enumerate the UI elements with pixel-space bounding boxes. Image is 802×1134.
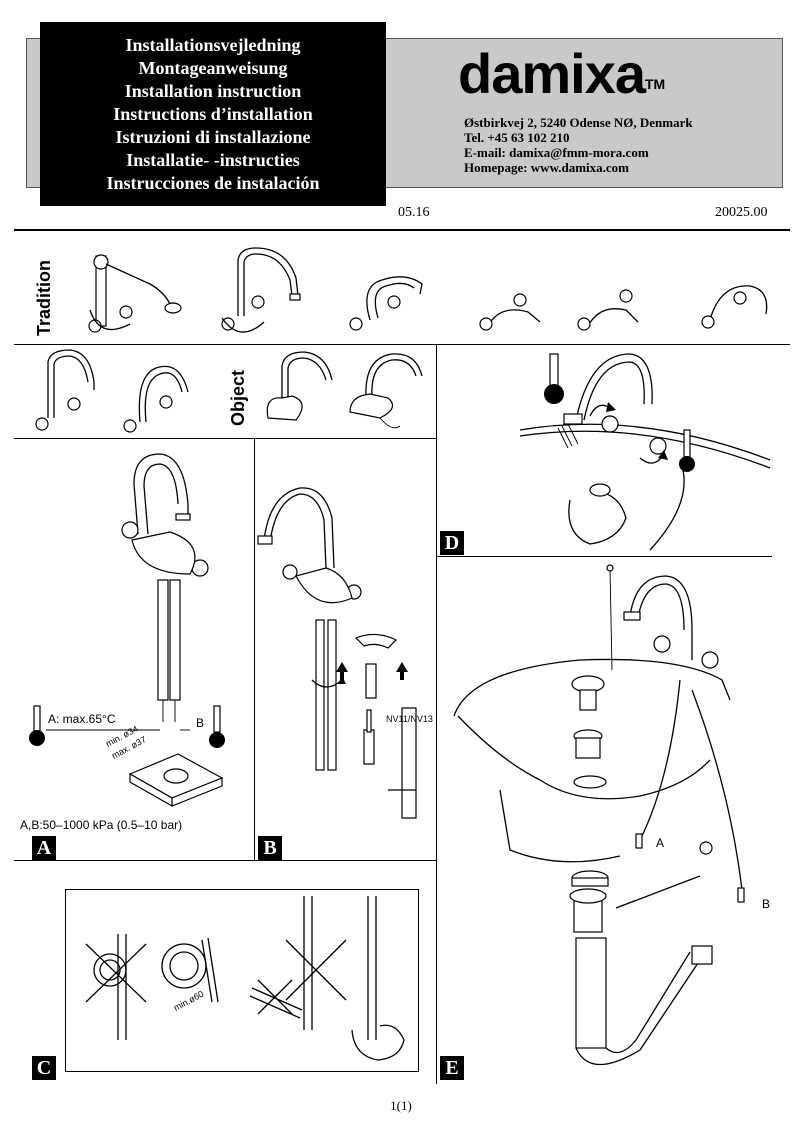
panel-c-illustration — [85, 896, 405, 1061]
panel-e-illustration — [453, 564, 745, 1066]
label-e-a: A — [656, 836, 665, 850]
panel-d-illustration — [519, 353, 771, 551]
title-nl: Installatie- -instructies — [126, 150, 300, 170]
basin-rim — [519, 423, 771, 551]
divider-tradition — [14, 344, 790, 345]
faucet-tradition-5 — [577, 289, 639, 331]
socket-wrench-icon — [388, 707, 417, 819]
faucet-tradition-2 — [221, 247, 301, 333]
hand-aerator — [568, 483, 627, 545]
thermometer-hot-icon — [29, 705, 45, 746]
title-en: Installation instruction — [124, 81, 302, 101]
supply-hoses — [157, 579, 181, 722]
washbasin — [453, 658, 731, 863]
drain-body — [569, 888, 607, 933]
cross-out-icon-3 — [257, 979, 293, 1015]
title-de: Montageanweisung — [138, 58, 288, 78]
thermometer-cold-icon — [209, 705, 225, 748]
doc-number: 20025.00 — [715, 205, 768, 220]
p-trap — [575, 937, 713, 1066]
tradition-faucets-illustration — [88, 247, 768, 333]
trademark: TM — [645, 76, 666, 92]
hose-wrench-wrong — [249, 896, 313, 1030]
step-d-badge: D — [440, 531, 464, 555]
title-block: Installationsvejledning Montageanweisung… — [40, 22, 386, 206]
up-arrow-icon-2 — [396, 662, 408, 680]
page-number: 1(1) — [390, 1098, 412, 1113]
rotate-arrow-icon-d2 — [639, 450, 668, 464]
label-e-b: B — [762, 897, 771, 911]
title-es: Instrucciones de instalación — [106, 173, 320, 193]
pop-up-lever — [615, 841, 713, 909]
phone: Tel. +45 63 102 210 — [464, 130, 570, 145]
title-fr: Instructions d’installation — [113, 104, 313, 124]
divider-c — [14, 860, 436, 861]
thermometer-hot-icon-d — [544, 353, 564, 404]
panel-b-illustration — [257, 487, 417, 819]
step-c-badge: C — [32, 1056, 56, 1080]
faucet-tradition-1 — [88, 254, 182, 333]
screwdriver-icon — [363, 709, 375, 765]
title-da: Installationsvejledning — [125, 35, 301, 55]
tool-label: NV11/NV13 — [386, 714, 433, 724]
faucet-object-1 — [266, 351, 333, 421]
label-a-max-temp: A: max.65°C — [48, 712, 116, 726]
faucet-tradition-8 — [123, 365, 189, 433]
title-it: Istruzioni di installazione — [115, 127, 311, 147]
cross-out-icon-1 — [85, 943, 147, 1003]
stud-part — [365, 663, 377, 699]
object-faucets-illustration — [35, 349, 423, 433]
panel-a-illustration — [29, 453, 225, 808]
up-arrow-icon-1 — [336, 662, 348, 680]
address: Østbirkvej 2, 5240 Odense NØ, Denmark — [464, 115, 693, 130]
hoses-install — [315, 619, 337, 771]
brand-logo: damixaTM — [458, 44, 665, 104]
hose-b-e — [691, 689, 745, 903]
faucet-running — [563, 353, 667, 455]
pop-up-rod — [606, 564, 614, 671]
brand-name: damixa — [458, 42, 646, 105]
divider-ab — [254, 438, 255, 860]
faucet-object-2 — [349, 353, 423, 429]
header-rule — [14, 229, 790, 231]
pressure-spec: A,B:50–1000 kPa (0.5–10 bar) — [20, 818, 183, 832]
email: E-mail: damixa@fmm-mora.com — [464, 145, 649, 160]
homepage: Homepage: www.damixa.com — [464, 160, 630, 175]
step-a-badge: A — [32, 836, 56, 860]
countertop-plate — [128, 753, 224, 808]
faucet-tradition-7 — [35, 349, 95, 431]
thermometer-cold-icon-d — [679, 429, 695, 472]
hose-wrong-loop — [93, 934, 127, 1040]
faucet-tradition-4 — [479, 293, 541, 331]
faucet-side — [257, 487, 362, 604]
hose-correct-loop — [161, 937, 219, 1003]
water-stream — [557, 423, 579, 449]
faucet-tradition-6 — [701, 285, 768, 329]
drain-nut — [571, 870, 609, 887]
step-e-badge: E — [440, 1056, 464, 1080]
divider-vertical-right — [436, 344, 437, 1084]
drain-washer — [573, 775, 607, 789]
drain-plug — [571, 675, 605, 711]
label-a-b: B — [196, 716, 205, 730]
faucet-e — [623, 575, 719, 669]
faucet-mounted — [121, 453, 209, 577]
doc-date: 05.16 — [398, 205, 430, 220]
faucet-tradition-3 — [349, 276, 423, 331]
series-tradition-label: Tradition — [34, 260, 54, 336]
divider-de — [436, 556, 772, 557]
panel-c-frame — [65, 889, 419, 1072]
clamp-part — [354, 633, 398, 649]
drain-flange — [573, 729, 603, 759]
cross-out-icon-2 — [285, 939, 347, 1001]
hose-hand-correct — [351, 896, 405, 1061]
divider-object — [14, 438, 436, 439]
step-b-badge: B — [258, 836, 282, 860]
contact-block: Østbirkvej 2, 5240 Odense NØ, Denmark Te… — [464, 115, 693, 175]
hose-a-e — [635, 679, 681, 849]
rotate-arrow-icon-d1 — [589, 402, 616, 417]
